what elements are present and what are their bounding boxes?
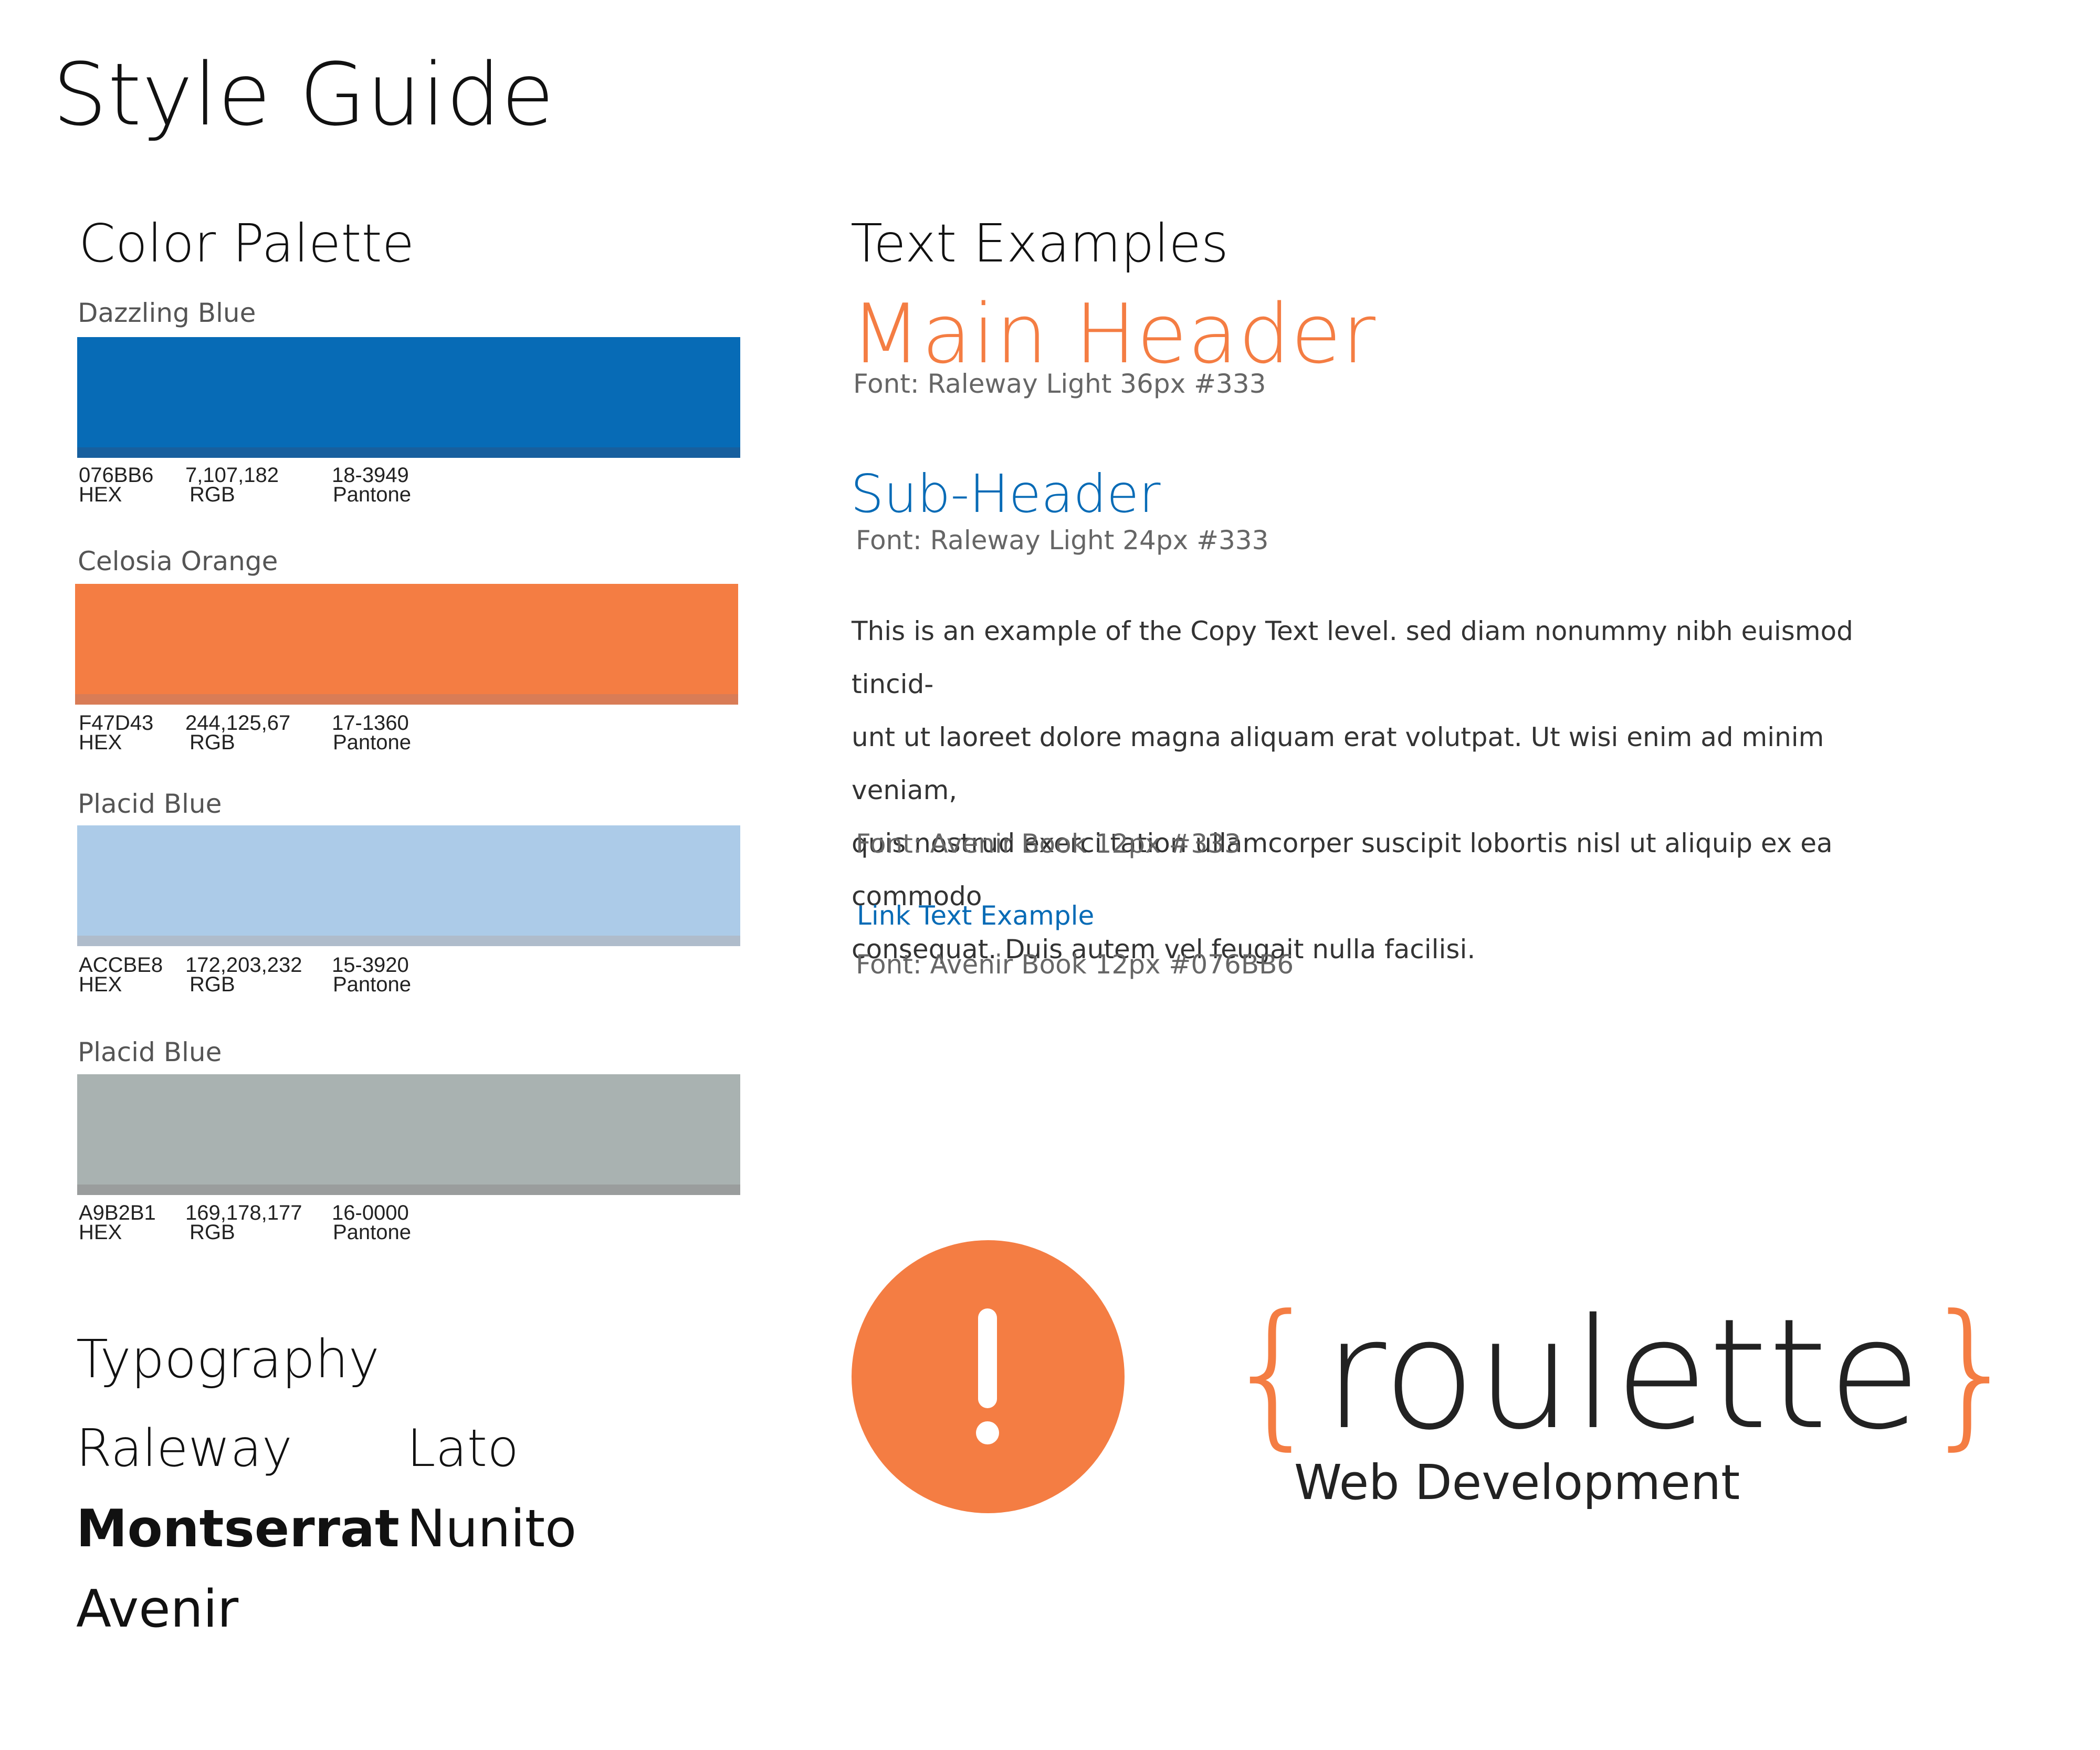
swatch-bar-celosia-orange xyxy=(75,584,738,705)
font-sample-nunito: Nunito xyxy=(407,1499,577,1559)
swatch-rgb-value: 172,203,232 xyxy=(185,953,302,977)
swatch-hex-label: HEX xyxy=(79,973,122,996)
swatch-rgb-label: RGB xyxy=(190,973,235,996)
font-sample-raleway: Raleway xyxy=(76,1419,292,1479)
swatch-hex-label: HEX xyxy=(79,483,122,506)
copy-line: consequat. Duis autem vel feugait nulla … xyxy=(852,934,1476,965)
exclamation-dot xyxy=(976,1421,999,1444)
link-font-note: Font: Avenir Book 12px #076BB6 xyxy=(856,949,1294,980)
copy-line: unt ut laoreet dolore magna aliquam erat… xyxy=(852,722,1824,805)
swatch-rgb-label: RGB xyxy=(190,483,235,506)
logo-tagline: Web Development xyxy=(1294,1454,1740,1511)
swatch-hex-label: HEX xyxy=(79,1221,122,1244)
swatch-pantone-label: Pantone xyxy=(333,1221,412,1244)
swatch-rgb-value: 169,178,177 xyxy=(185,1201,302,1224)
swatch-shade xyxy=(77,1185,740,1195)
logo-exclamation-circle xyxy=(852,1240,1125,1513)
font-sample-avenir: Avenir xyxy=(76,1579,239,1639)
logo-wordmark: {roulette} xyxy=(1223,1281,2022,1464)
swatch-name: Placid Blue xyxy=(78,1037,222,1067)
swatch-rgb-label: RGB xyxy=(190,731,235,754)
swatch-name: Placid Blue xyxy=(78,789,222,819)
wordmark-text: roulette xyxy=(1323,1286,1922,1463)
swatch-hex-value: F47D43 xyxy=(79,711,154,735)
swatch-shade xyxy=(77,936,740,946)
exclamation-bar xyxy=(978,1308,997,1408)
swatch-shade xyxy=(77,447,740,458)
color-palette-title: Color Palette xyxy=(79,213,415,274)
swatch-rgb-value: 7,107,182 xyxy=(185,464,279,487)
main-header-font-note: Font: Raleway Light 36px #333 xyxy=(853,369,1266,399)
font-sample-lato: Lato xyxy=(407,1419,519,1479)
swatch-name: Celosia Orange xyxy=(78,546,278,577)
typography-title: Typography xyxy=(76,1328,380,1390)
swatch-pantone-value: 15-3920 xyxy=(332,953,409,977)
swatch-name: Dazzling Blue xyxy=(78,298,256,328)
copy-text-example: This is an example of the Copy Text leve… xyxy=(852,605,1881,976)
brace-open: { xyxy=(1223,1281,1324,1464)
swatch-hex-value: 076BB6 xyxy=(79,464,154,487)
swatch-rgb-label: RGB xyxy=(190,1221,235,1244)
swatch-hex-label: HEX xyxy=(79,731,122,754)
copy-line: quis nostrud exerci tation ullamcorper s… xyxy=(852,828,1833,911)
brace-close: } xyxy=(1921,1281,2022,1464)
font-sample-montserrat: Montserrat xyxy=(76,1499,400,1559)
swatch-bar-dazzling-blue xyxy=(77,337,740,458)
copy-line: This is an example of the Copy Text leve… xyxy=(852,616,1853,699)
swatch-pantone-label: Pantone xyxy=(333,483,412,506)
text-examples-title: Text Examples xyxy=(850,213,1228,274)
swatch-hex-value: A9B2B1 xyxy=(79,1201,156,1224)
main-header-example: Main Header xyxy=(850,286,1377,382)
swatch-pantone-value: 18-3949 xyxy=(332,464,409,487)
swatch-bar-gray xyxy=(77,1074,740,1195)
swatch-pantone-value: 17-1360 xyxy=(332,711,409,735)
sub-header-font-note: Font: Raleway Light 24px #333 xyxy=(856,525,1269,556)
swatch-hex-value: ACCBE8 xyxy=(79,953,163,977)
swatch-pantone-value: 16-0000 xyxy=(332,1201,409,1224)
swatch-pantone-label: Pantone xyxy=(333,973,412,996)
swatch-pantone-label: Pantone xyxy=(333,731,412,754)
sub-header-example: Sub-Header xyxy=(850,463,1161,525)
page-title: Style Guide xyxy=(52,45,555,145)
copy-font-note: Font: Avenir Book 12px #333 xyxy=(856,829,1241,859)
link-text-example[interactable]: Link Text Example xyxy=(857,900,1095,931)
swatch-bar-placid-blue xyxy=(77,825,740,946)
swatch-shade xyxy=(75,694,738,705)
swatch-rgb-value: 244,125,67 xyxy=(185,711,291,735)
